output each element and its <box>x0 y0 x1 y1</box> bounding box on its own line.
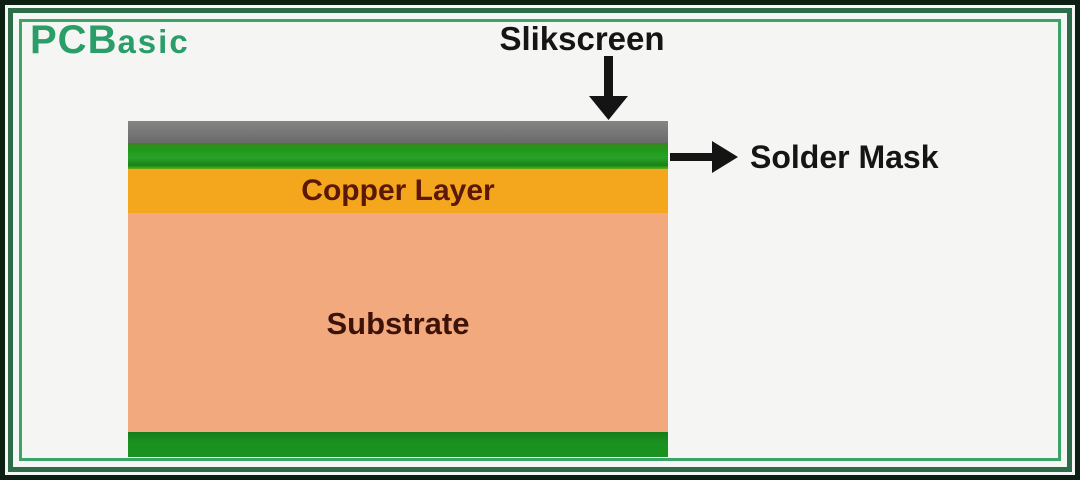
layer-substrate: Substrate <box>128 213 668 432</box>
solder-mask-arrow-right-icon <box>712 141 738 173</box>
layer-copper: Copper Layer <box>128 169 668 213</box>
substrate-layer-label: Substrate <box>326 305 470 341</box>
brand-logo-sub: asic <box>117 23 190 60</box>
pcb-layer-stack: Copper Layer Substrate <box>128 121 668 457</box>
silkscreen-annotation-label: Slikscreen <box>499 20 665 57</box>
layer-solder-mask-bottom <box>128 432 668 457</box>
solder-mask-annotation-label: Solder Mask <box>750 139 939 175</box>
brand-logo: PCBasic <box>30 20 190 60</box>
silkscreen-arrow-down-icon <box>604 56 613 98</box>
brand-logo-main: PCB <box>30 18 118 62</box>
layer-solder-mask-top <box>128 143 668 169</box>
layer-silkscreen <box>128 121 668 143</box>
solder-mask-arrow-right-icon <box>670 153 714 161</box>
silkscreen-arrow-down-icon <box>589 96 628 120</box>
copper-layer-label: Copper Layer <box>301 174 495 207</box>
